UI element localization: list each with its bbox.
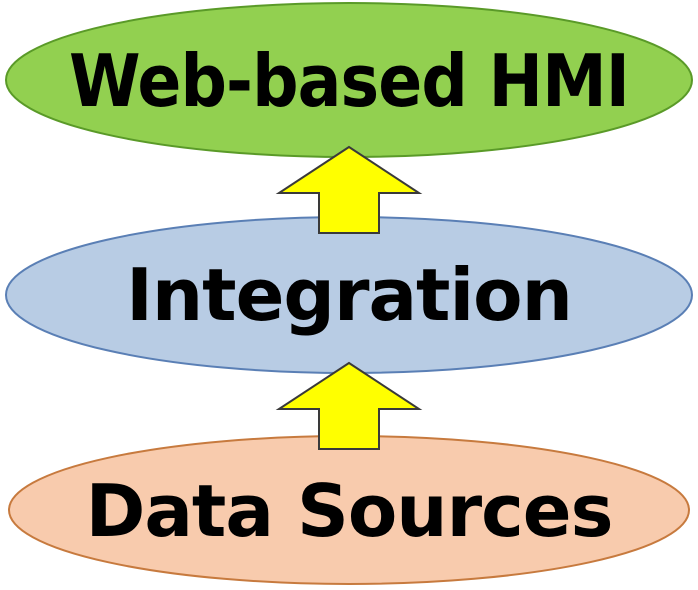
layer-web-based-hmi: Web-based HMI (5, 2, 693, 158)
web-based-hmi-label: Web-based HMI (69, 39, 629, 123)
integration-label: Integration (126, 253, 572, 337)
data-sources-label: Data Sources (86, 469, 613, 553)
layer-integration: Integration (5, 216, 693, 374)
layer-data-sources: Data Sources (8, 435, 690, 585)
arrow-integration-to-hmi (275, 145, 423, 234)
arrow-data-sources-to-integration (275, 361, 423, 450)
